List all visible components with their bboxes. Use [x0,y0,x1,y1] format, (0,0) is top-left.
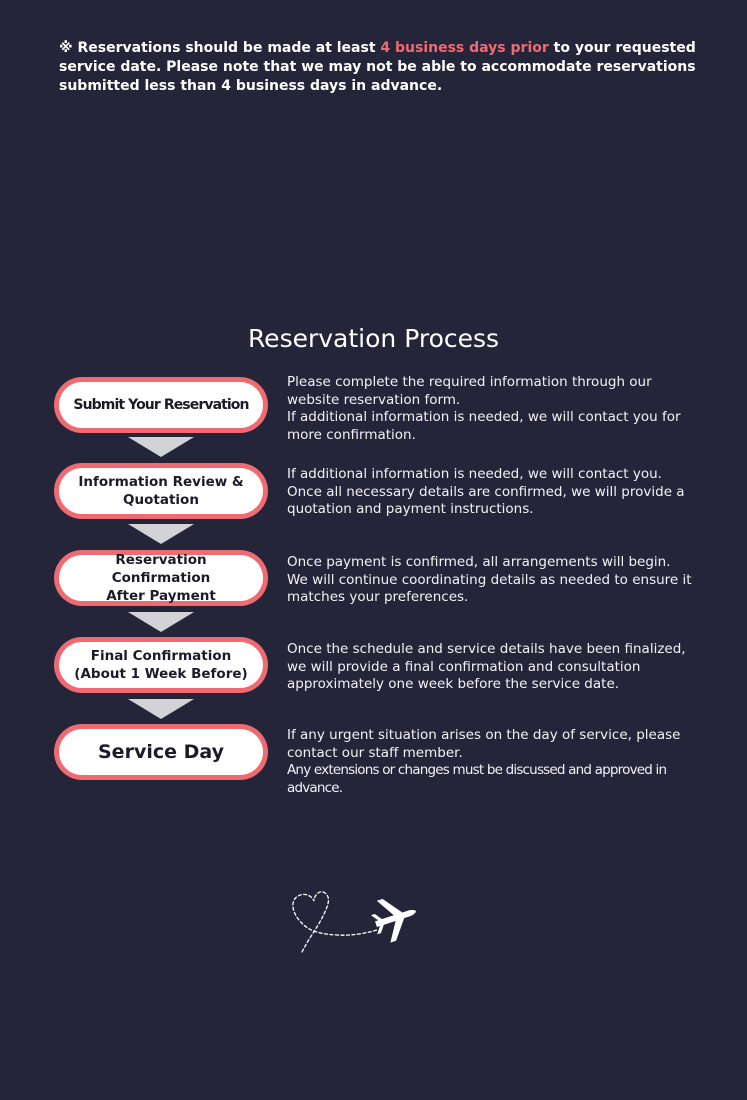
step-arrow-down [128,437,194,457]
step-label: Information Review & Quotation [59,468,263,514]
heart-trail-airplane-icon [292,891,416,953]
step-description: Once payment is confirmed, all arrangeme… [287,554,707,607]
reservation-notice: ※ Reservations should be made at least 4… [59,39,709,96]
step-description-line: If any urgent situation arises on the da… [287,727,681,761]
step-description: Please complete the required information… [287,374,707,444]
step-description-line: We will continue coordinating details as… [287,571,692,606]
step-reservation-confirmation: Reservation Confirmation After Payment [54,550,268,606]
step-description-line: Once payment is confirmed, all arrangeme… [287,554,671,570]
step-label-line: Quotation [123,492,199,508]
step-label-line: (About 1 Week Before) [74,666,248,682]
step-description: If additional information is needed, we … [287,466,707,519]
step-arrow-down [128,612,194,632]
step-label: Final Confirmation (About 1 Week Before) [59,642,263,688]
step-label-line: Final Confirmation [90,648,232,664]
step-arrow-down [128,524,194,544]
step-final-confirmation: Final Confirmation (About 1 Week Before) [54,637,268,693]
section-title: Reservation Process [247,324,500,353]
step-label-line: Reservation Confirmation [111,552,211,586]
step-description-line: If additional information is needed, we … [287,409,681,443]
step-service-day: Service Day [54,724,268,780]
step-submit-reservation: Submit Your Reservation [54,377,268,433]
step-description-line: Once all necessary details are confirmed… [287,483,685,518]
step-label: Service Day [59,729,263,775]
step-arrow-down [128,699,194,719]
step-label-line: Information Review & [78,474,244,490]
notice-highlight: 4 business days prior [380,40,549,56]
step-description-line: If additional information is needed, we … [287,466,662,482]
step-description-line: Once the schedule and service details ha… [287,641,686,692]
step-information-review: Information Review & Quotation [54,463,268,519]
step-label: Submit Your Reservation [59,382,263,428]
step-description-line: Please complete the required information… [287,374,652,408]
step-label-line: After Payment [106,588,216,604]
step-description-line: Any extensions or changes must be discus… [287,762,667,796]
notice-prefix: ※ Reservations should be made at least [59,40,381,56]
step-label: Reservation Confirmation After Payment [59,552,263,604]
step-description: Once the schedule and service details ha… [287,641,707,694]
notice-suffix: to your requested service date. Please n… [59,40,696,94]
step-description: If any urgent situation arises on the da… [287,727,707,797]
